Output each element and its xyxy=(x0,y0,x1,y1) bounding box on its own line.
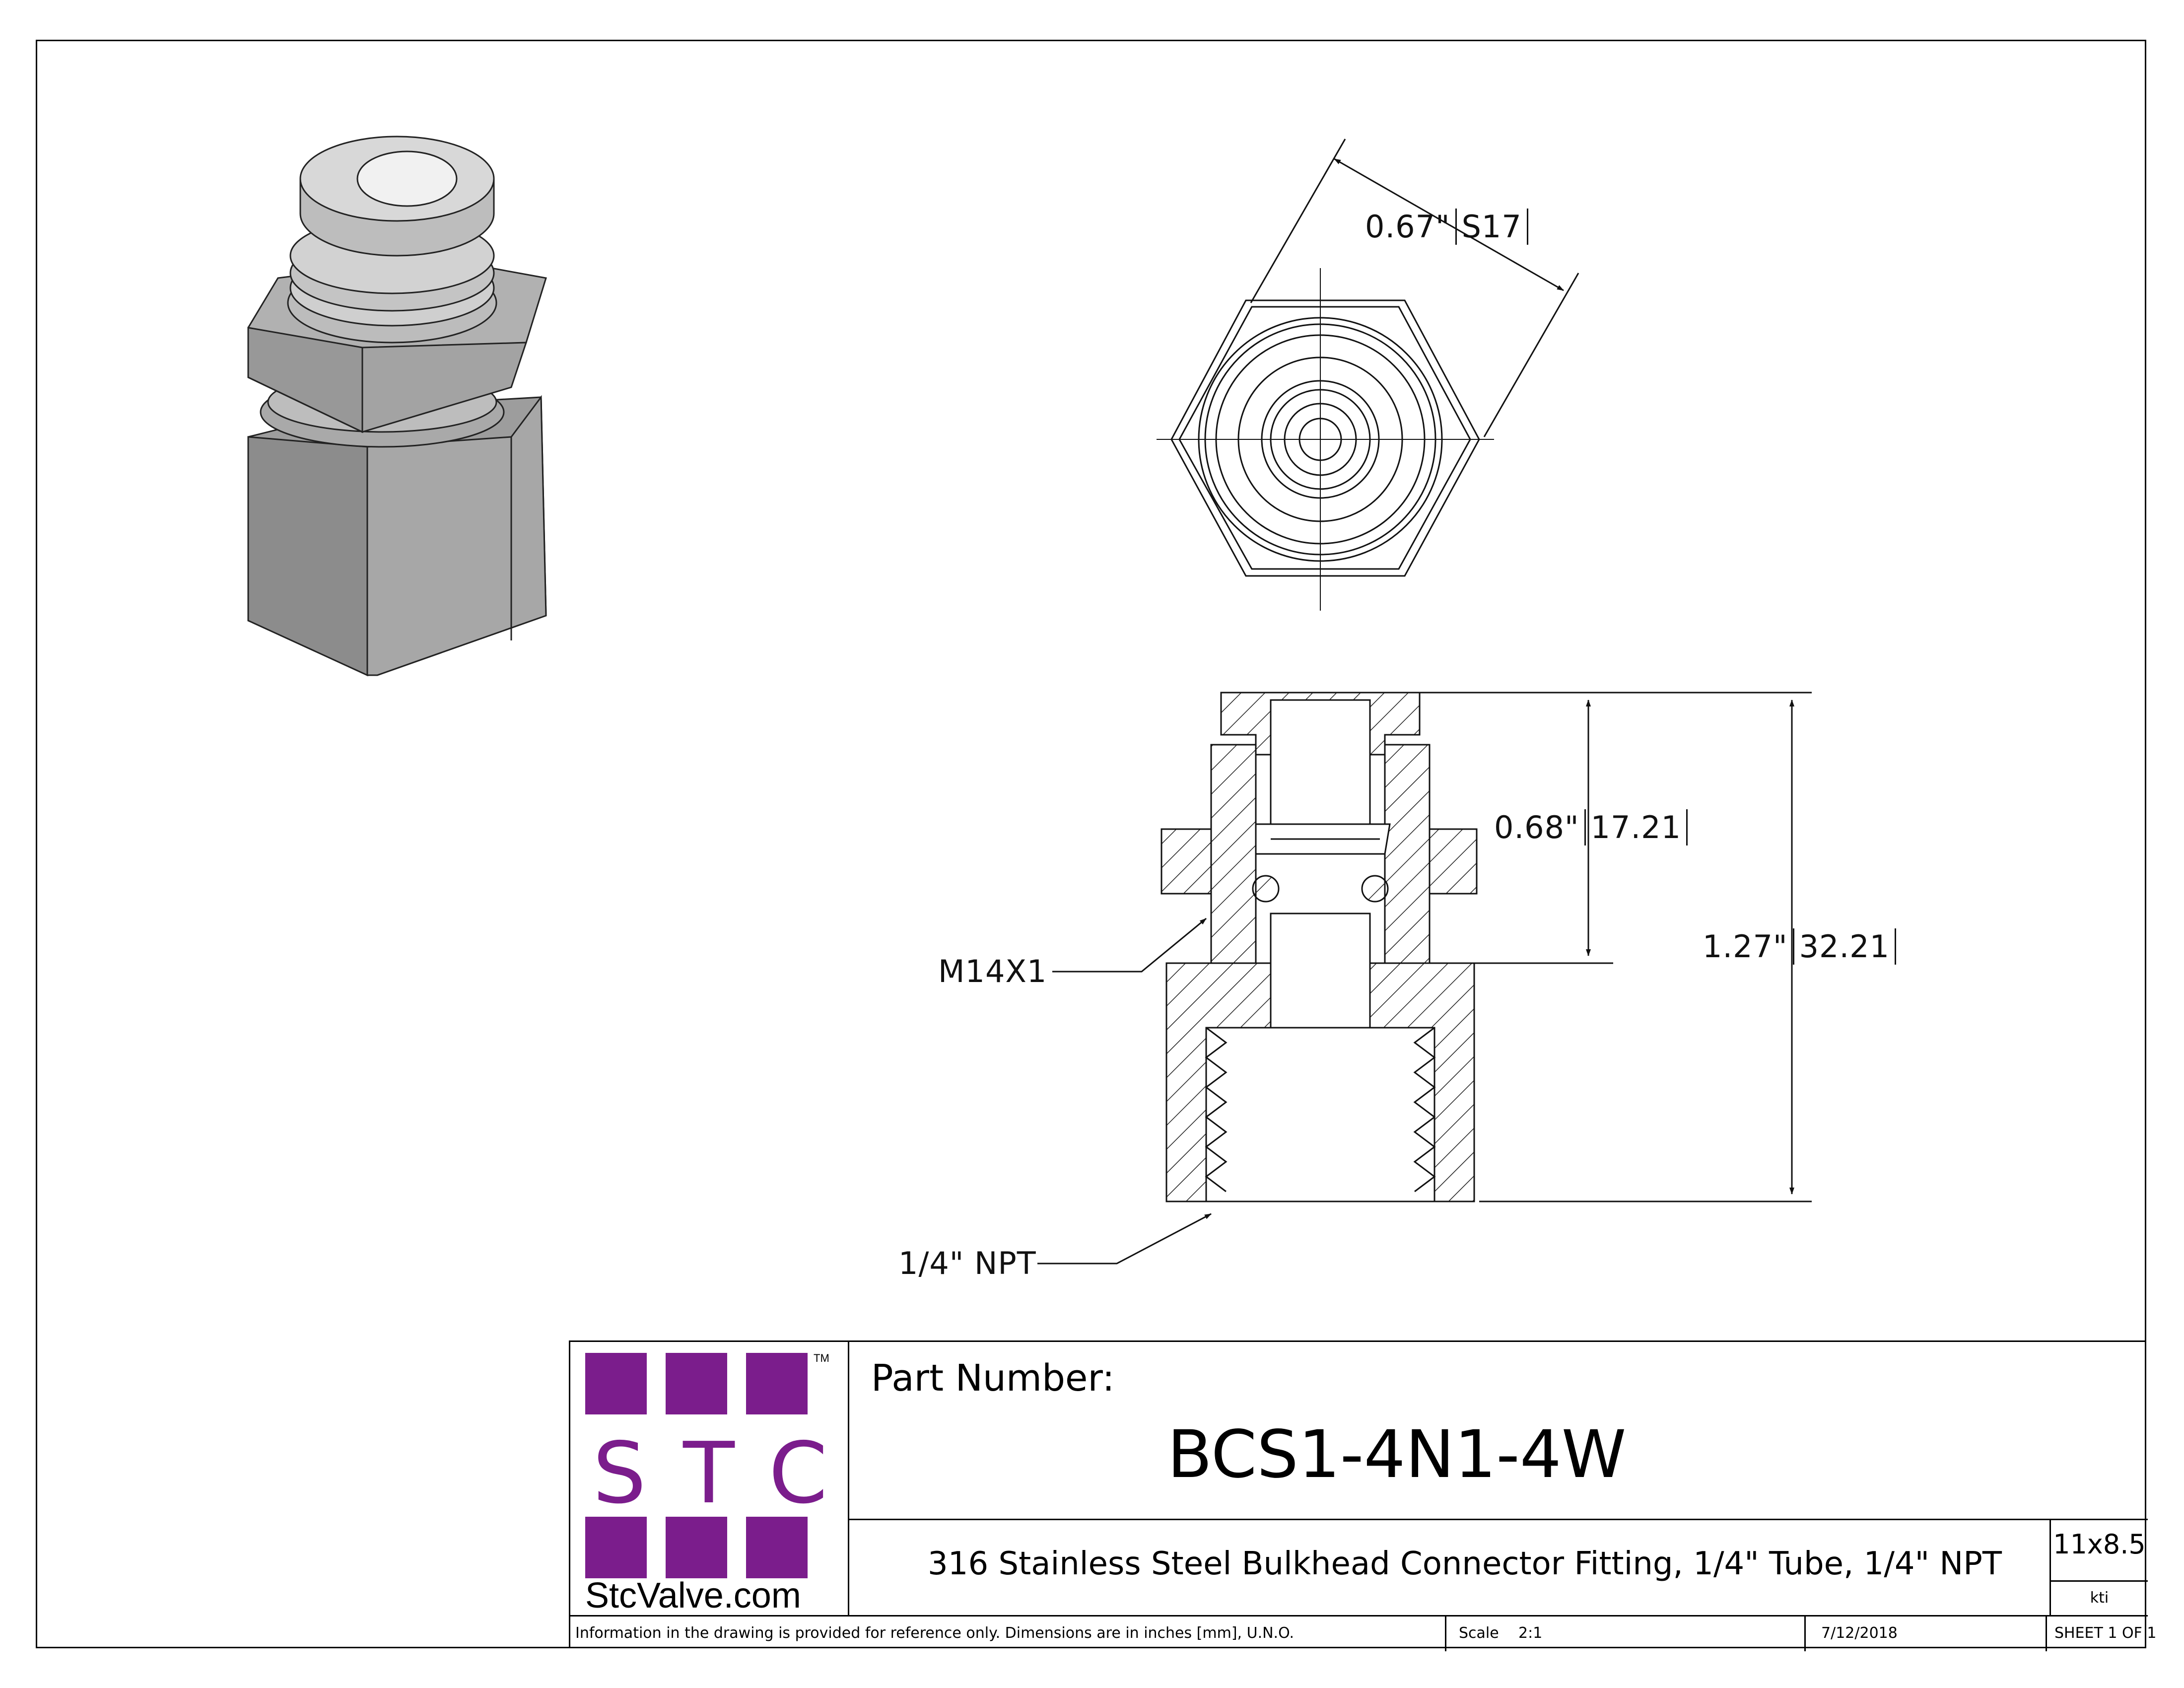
title-block-footer: Information in the drawing is provided f… xyxy=(570,1615,2157,1651)
logo-square xyxy=(585,1517,647,1578)
hex-flats-dimension: 0.67"S17 xyxy=(1365,209,1528,245)
end-view xyxy=(1157,268,1494,611)
overall-length-mm: 32.21 xyxy=(1792,928,1897,965)
logo-square xyxy=(746,1353,808,1414)
bulkhead-length-inch: 0.68" xyxy=(1494,809,1579,845)
trademark-mark: TM xyxy=(814,1352,829,1364)
logo-letters: S T C xyxy=(582,1431,835,1516)
logo-square xyxy=(666,1353,727,1414)
scale-label: Scale xyxy=(1459,1624,1499,1642)
divider xyxy=(2051,1580,2148,1582)
thread-npt-callout: 1/4" NPT xyxy=(898,1245,1036,1281)
part-number-label: Part Number: xyxy=(871,1357,1115,1400)
hex-flats-mm: S17 xyxy=(1455,209,1528,245)
section-view xyxy=(1160,692,1478,1202)
bulkhead-length-dimension: 0.68"17.21 xyxy=(1494,809,1688,845)
bulkhead-length-mm: 17.21 xyxy=(1584,809,1688,845)
logo-letter-c: C xyxy=(768,1424,828,1523)
sheet-number: SHEET 1 OF 1 xyxy=(2054,1624,2157,1642)
author-initials: kti xyxy=(2090,1589,2109,1607)
logo-letter-t: T xyxy=(683,1424,735,1523)
logo-square xyxy=(666,1517,727,1578)
logo-square xyxy=(746,1517,808,1578)
sheet-size: 11x8.5 xyxy=(2053,1529,2146,1560)
drawing-date: 7/12/2018 xyxy=(1821,1624,1898,1642)
isometric-view xyxy=(247,136,547,677)
divider xyxy=(2046,1617,2047,1651)
logo-letter-s: S xyxy=(593,1424,646,1523)
sheet-size-cell: 11x8.5 kti xyxy=(2049,1519,2148,1615)
thread-metric-callout: M14X1 xyxy=(938,953,1047,989)
disclaimer: Information in the drawing is provided f… xyxy=(575,1624,1295,1642)
company-logo: TM S T C StcValve.com xyxy=(570,1342,849,1616)
hex-flats-inch: 0.67" xyxy=(1365,209,1450,245)
part-number: BCS1-4N1-4W xyxy=(1167,1416,1627,1493)
sheet-border xyxy=(36,40,2146,1648)
divider xyxy=(849,1519,2148,1520)
scale-value: 2:1 xyxy=(1518,1624,1543,1642)
part-description: 316 Stainless Steel Bulkhead Connector F… xyxy=(928,1546,2002,1582)
section-dimensions xyxy=(1037,692,1812,1265)
dim-hex-flats xyxy=(1250,139,1579,437)
website-link[interactable]: StcValve.com xyxy=(585,1576,801,1616)
divider xyxy=(1804,1617,1806,1651)
overall-length-dimension: 1.27"32.21 xyxy=(1703,928,1897,965)
overall-length-inch: 1.27" xyxy=(1703,928,1788,965)
logo-square xyxy=(585,1353,647,1414)
divider xyxy=(1445,1617,1446,1651)
title-block: TM S T C StcValve.com Part Number: BCS1-… xyxy=(569,1340,2157,1651)
